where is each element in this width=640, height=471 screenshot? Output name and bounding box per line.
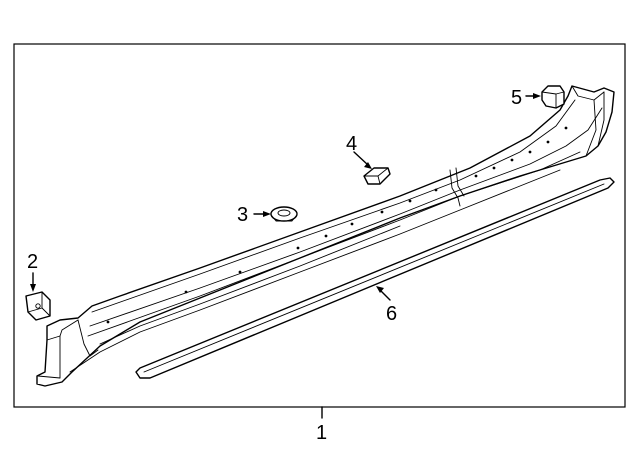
callout-2: 2 [27,251,38,273]
callout-4: 4 [346,133,357,155]
callout-1: 1 [316,422,327,444]
retainer [363,167,391,185]
callout-5: 5 [511,87,522,109]
clip [25,291,51,321]
plug [541,85,565,109]
rocker-panel [36,85,615,387]
callout-6: 6 [386,303,397,325]
molding-strip [135,177,615,379]
grommet [270,206,298,222]
callout-3: 3 [237,204,248,226]
leader-lines [30,93,541,419]
assembly-frame [13,43,626,408]
